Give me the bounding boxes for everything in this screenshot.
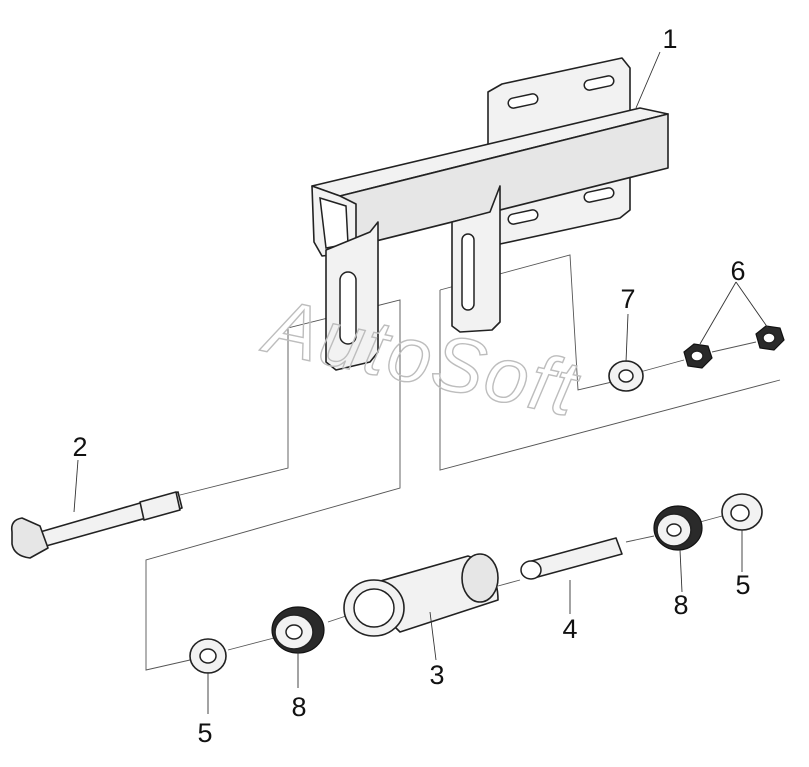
callout-3: 3 [429, 660, 444, 690]
washer-part-right [721, 493, 763, 531]
callout-7: 7 [620, 284, 635, 314]
nut-part-right [755, 325, 785, 351]
callout-8-left: 8 [291, 692, 306, 722]
bolt-part [10, 491, 183, 559]
callout-8-right: 8 [673, 590, 688, 620]
washer-part-7 [608, 360, 644, 392]
bearing-part-left [271, 606, 325, 654]
nut-part-left [683, 343, 713, 369]
bracket-part [311, 57, 669, 371]
callout-6: 6 [730, 256, 745, 286]
callout-2: 2 [72, 432, 87, 462]
assembly-lines [145, 254, 781, 671]
callout-5-left: 5 [197, 718, 212, 748]
washer-part-left [189, 638, 227, 674]
callout-labels: 1 2 3 4 5 5 6 7 8 8 [72, 24, 750, 748]
leader-lines [73, 51, 769, 714]
pin-part [520, 537, 623, 580]
sleeve-part [343, 553, 499, 637]
callout-1: 1 [662, 24, 677, 54]
callout-5-right: 5 [735, 570, 750, 600]
callout-4: 4 [562, 614, 577, 644]
bearing-part-right [653, 505, 703, 551]
watermark: AutoSoft [256, 281, 588, 434]
